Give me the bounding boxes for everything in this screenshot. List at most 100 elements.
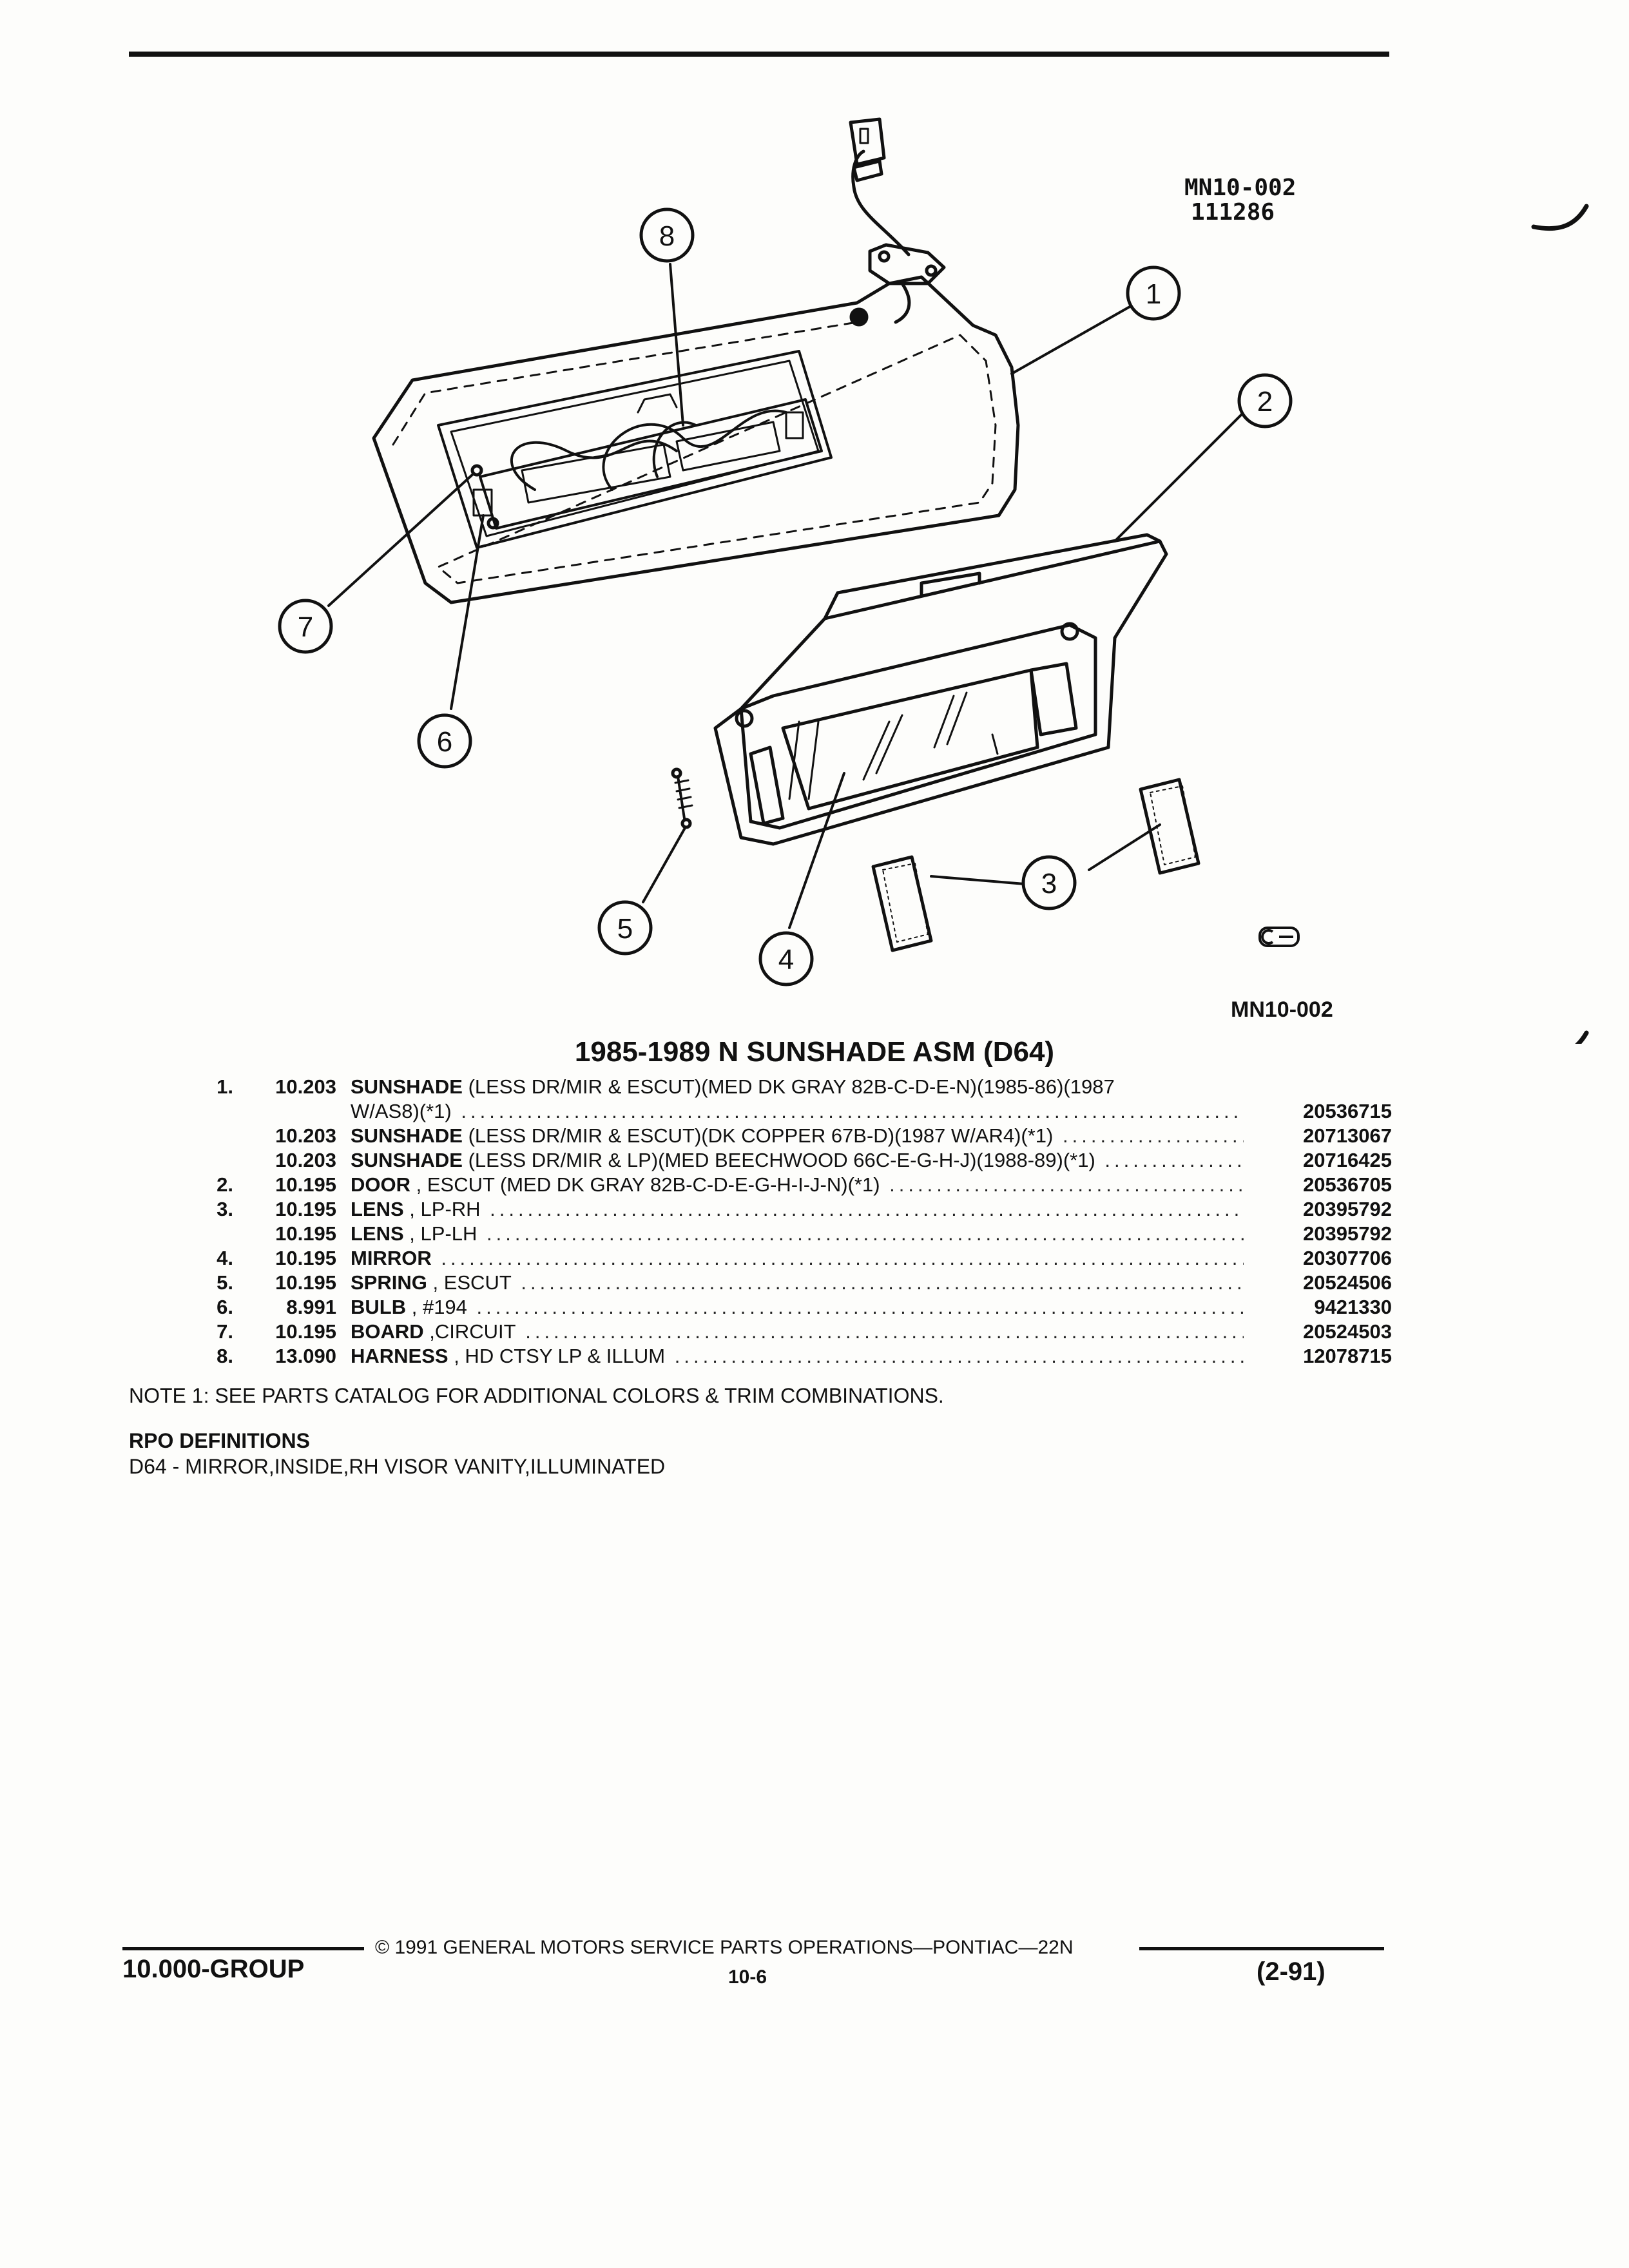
leader-dots: ........................................… [441, 1247, 1244, 1269]
part-description: BULB , #194 ............................… [351, 1295, 1244, 1320]
group-number: 10.195 [275, 1173, 336, 1196]
leader-dots: ........................................… [487, 1222, 1244, 1245]
callout-1: 1 [1146, 278, 1161, 310]
part-number: 20307706 [1303, 1247, 1392, 1269]
group-number: 10.203 [275, 1075, 336, 1098]
part-description: LENS , LP-LH ...........................… [351, 1222, 1244, 1246]
footer-rule-right [1139, 1947, 1384, 1950]
rpo-heading: RPO DEFINITIONS [129, 1429, 310, 1452]
group-number: 10.203 [275, 1124, 336, 1147]
callout-4: 4 [778, 944, 794, 975]
leader-dots: ........................................… [521, 1271, 1244, 1294]
part-name: DOOR [351, 1173, 410, 1196]
footer-group: 10.000-GROUP [122, 1955, 305, 1983]
part-description: LENS , LP-RH ...........................… [351, 1197, 1244, 1222]
part-detail: ,CIRCUIT [423, 1320, 516, 1343]
part-name: MIRROR [351, 1247, 432, 1269]
part-description: DOOR , ESCUT (MED DK GRAY 82B-C-D-E-G-H-… [351, 1173, 1244, 1197]
item-number: 5. [217, 1271, 233, 1294]
leader-dots: ........................................… [1104, 1149, 1244, 1171]
parts-row: 4. 10.195 MIRROR .........................… [193, 1246, 1392, 1271]
part-description: HARNESS , HD CTSY LP & ILLUM ...........… [351, 1344, 1244, 1369]
item-number: 3. [217, 1198, 233, 1220]
footer-rule-left [122, 1947, 364, 1950]
part-name: BOARD [351, 1320, 424, 1343]
parts-row: 3. 10.195 LENS , LP-RH ...................… [193, 1197, 1392, 1222]
part-number: 20716425 [1303, 1149, 1392, 1171]
page-title: 1985-1989 N SUNSHADE ASM (D64) [574, 1036, 1055, 1068]
footer-page-number: 10-6 [728, 1966, 767, 1988]
diagram-bottom-ref: MN10-002 [1231, 997, 1333, 1022]
item-number: 7. [217, 1320, 233, 1343]
part-detail: , HD CTSY LP & ILLUM [448, 1345, 666, 1367]
part-detail: (LESS DR/MIR & LP)(MED BEECHWOOD 66C-E-G… [462, 1149, 1095, 1171]
sunshade-exploded-diagram: 1 2 3 4 5 6 7 8 [278, 117, 1589, 1044]
part-detail: (LESS DR/MIR & ESCUT)(MED DK GRAY 82B-C-… [462, 1075, 1115, 1098]
group-number: 8.991 [286, 1296, 336, 1318]
diagram-ref-code: MN10-002 [1184, 175, 1296, 201]
parts-row: 10.203 SUNSHADE (LESS DR/MIR & LP)(MED BE… [193, 1148, 1392, 1173]
part-description: SUNSHADE (LESS DR/MIR & ESCUT)(DK COPPER… [351, 1124, 1244, 1148]
part-name: SUNSHADE [351, 1075, 463, 1098]
part-name: SUNSHADE [351, 1149, 463, 1171]
part-name: LENS [351, 1222, 404, 1245]
group-number: 10.195 [275, 1198, 336, 1220]
part-number: 9421330 [1314, 1296, 1392, 1318]
part-number: 20536715 [1303, 1100, 1392, 1122]
footer-date: (2-91) [1257, 1957, 1325, 1986]
leader-dots: ........................................… [461, 1100, 1244, 1122]
part-detail: , ESCUT (MED DK GRAY 82B-C-D-E-G-H-I-J-N… [410, 1173, 880, 1196]
part-description: W/AS8)(*1) .............................… [351, 1099, 1244, 1124]
part-number: 20713067 [1303, 1124, 1392, 1147]
leader-dots: ........................................… [674, 1345, 1244, 1367]
part-name: SUNSHADE [351, 1124, 463, 1147]
item-number: 1. [217, 1075, 233, 1098]
diagram-ref-date: 111286 [1191, 199, 1275, 226]
part-name: LENS [351, 1198, 404, 1220]
part-detail: , ESCUT [427, 1271, 512, 1294]
callout-2: 2 [1257, 386, 1273, 418]
part-description: MIRROR .................................… [351, 1246, 1244, 1271]
parts-row: 1. 10.203 SUNSHADE (LESS DR/MIR & ESCUT)(M… [193, 1075, 1392, 1099]
part-name: HARNESS [351, 1345, 448, 1367]
leader-dots: ........................................… [1062, 1124, 1244, 1147]
item-number: 8. [217, 1345, 233, 1367]
part-description: SUNSHADE (LESS DR/MIR & ESCUT)(MED DK GR… [351, 1075, 1244, 1099]
callout-3: 3 [1041, 868, 1057, 899]
group-number: 10.203 [275, 1149, 336, 1171]
spring-illustration [671, 767, 693, 829]
item-number: 4. [217, 1247, 233, 1269]
note-1: NOTE 1: SEE PARTS CATALOG FOR ADDITIONAL… [129, 1384, 944, 1407]
part-number: 20395792 [1303, 1198, 1392, 1220]
parts-row: W/AS8)(*1) .............................… [193, 1099, 1392, 1124]
leader-dots: ........................................… [525, 1320, 1244, 1343]
part-number: 12078715 [1303, 1345, 1392, 1367]
parts-row: 5. 10.195 SPRING , ESCUT .................… [193, 1271, 1392, 1295]
gm-logo-icon [1258, 927, 1300, 947]
part-description: SPRING , ESCUT .........................… [351, 1271, 1244, 1295]
lens-illustration [871, 778, 1200, 952]
sunshade-body-illustration [372, 117, 1020, 604]
escutcheon-door-illustration [713, 533, 1168, 846]
part-detail: (LESS DR/MIR & ESCUT)(DK COPPER 67B-D)(1… [462, 1124, 1054, 1147]
leader-dots: ........................................… [889, 1173, 1244, 1196]
part-description: SUNSHADE (LESS DR/MIR & LP)(MED BEECHWOO… [351, 1148, 1244, 1173]
group-number: 10.195 [275, 1271, 336, 1294]
top-rule [129, 52, 1389, 57]
part-number: 20536705 [1303, 1173, 1392, 1196]
callout-6: 6 [437, 726, 452, 758]
part-detail: , #194 [406, 1296, 467, 1318]
part-description: BOARD ,CIRCUIT .........................… [351, 1320, 1244, 1344]
part-detail: W/AS8)(*1) [351, 1100, 452, 1122]
rpo-definition: D64 - MIRROR,INSIDE,RH VISOR VANITY,ILLU… [129, 1455, 666, 1478]
footer-copyright: © 1991 GENERAL MOTORS SERVICE PARTS OPER… [375, 1937, 1074, 1958]
callout-5: 5 [617, 913, 633, 945]
group-number: 10.195 [275, 1247, 336, 1269]
callout-8: 8 [659, 220, 675, 252]
parts-row: 10.203 SUNSHADE (LESS DR/MIR & ESCUT)(DK … [193, 1124, 1392, 1148]
